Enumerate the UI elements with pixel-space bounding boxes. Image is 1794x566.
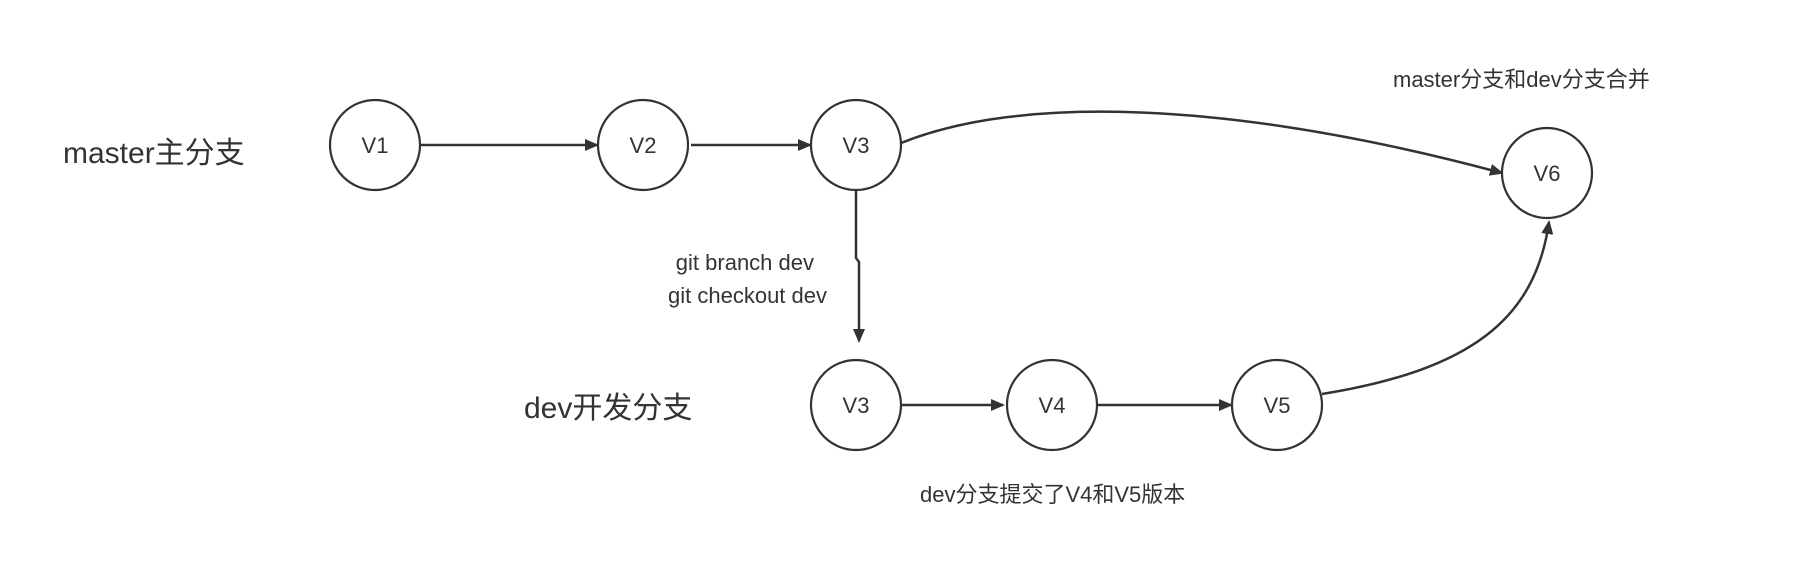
svg-text:V1: V1 — [362, 133, 389, 158]
node-v3-dev: V3 — [809, 358, 903, 452]
branch-command-note: git branch dev — [676, 250, 814, 275]
svg-text:V5: V5 — [1264, 393, 1291, 418]
checkout-command-note: git checkout dev — [668, 283, 827, 308]
svg-text:V3: V3 — [843, 393, 870, 418]
svg-text:V6: V6 — [1534, 161, 1561, 186]
edge-v3-v6-merge — [900, 110, 1504, 176]
svg-text:V3: V3 — [843, 133, 870, 158]
svg-text:V2: V2 — [630, 133, 657, 158]
node-v5: V5 — [1230, 358, 1324, 452]
edge-v5-v6-merge — [1321, 220, 1554, 396]
svg-text:V4: V4 — [1039, 393, 1066, 418]
node-v1: V1 — [328, 98, 422, 192]
merge-note: master分支和dev分支合并 — [1393, 67, 1650, 92]
edge-v3-branch-dev — [853, 174, 865, 343]
dev-commits-note: dev分支提交了V4和V5版本 — [920, 482, 1185, 507]
node-v2: V2 — [596, 98, 690, 192]
node-v6: V6 — [1500, 126, 1594, 220]
dev-lane-label: dev开发分支 — [524, 392, 692, 425]
master-lane-label: master主分支 — [63, 137, 245, 170]
node-v4: V4 — [1005, 358, 1099, 452]
node-v3-master: V3 — [809, 98, 903, 192]
